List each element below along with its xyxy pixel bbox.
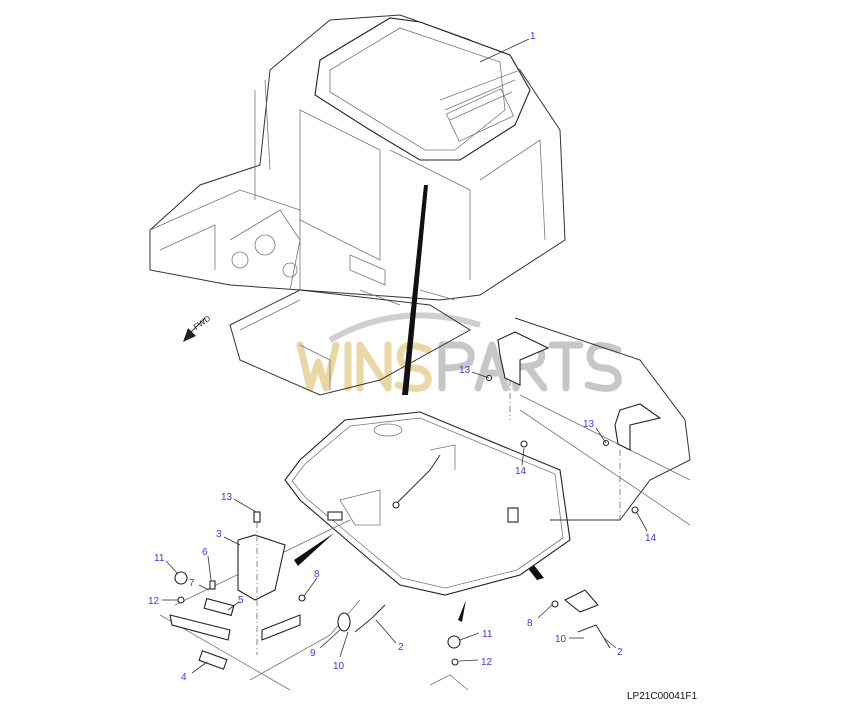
callout-10: 10 (333, 661, 345, 672)
callout-11: 11 (482, 629, 493, 640)
callout-14: 14 (645, 533, 657, 544)
callout-11: 11 (154, 553, 165, 564)
callout-5: 5 (238, 595, 244, 606)
callout-2: 2 (617, 647, 623, 658)
callout-leaders (162, 38, 648, 674)
lower-right-parts (429, 589, 611, 691)
pointer-arrow (458, 600, 466, 622)
fwd-label: FWD (192, 314, 212, 332)
callout-14: 14 (515, 466, 527, 477)
callout-2: 2 (398, 642, 404, 653)
callout-12: 12 (481, 657, 493, 668)
callout-13: 13 (459, 365, 471, 376)
callout-12: 12 (148, 596, 160, 607)
fwd-arrow-icon (183, 328, 196, 342)
callout-7: 7 (189, 578, 195, 589)
callout-8: 8 (314, 569, 320, 580)
callout-3: 3 (216, 529, 222, 540)
drawing-code: LP21C00041F1 (627, 691, 697, 702)
callout-13: 13 (221, 492, 233, 503)
upper-frame-assembly (149, 14, 566, 396)
callout-13: 13 (583, 419, 595, 430)
callout-8: 8 (527, 618, 533, 629)
callout-10: 10 (555, 634, 567, 645)
callouts: 1 13 13 14 14 13 3 6 11 7 5 12 8 9 10 2 … (148, 31, 657, 683)
callout-9: 9 (310, 648, 316, 659)
callout-1: 1 (530, 31, 536, 42)
callout-6: 6 (202, 547, 208, 558)
pointer-arrow (402, 185, 428, 395)
side-frame (485, 317, 691, 526)
watermark (296, 312, 622, 392)
pointer-arrow (294, 533, 334, 566)
lower-left-parts (159, 511, 386, 691)
callout-4: 4 (181, 672, 187, 683)
floor-plate (284, 411, 571, 596)
